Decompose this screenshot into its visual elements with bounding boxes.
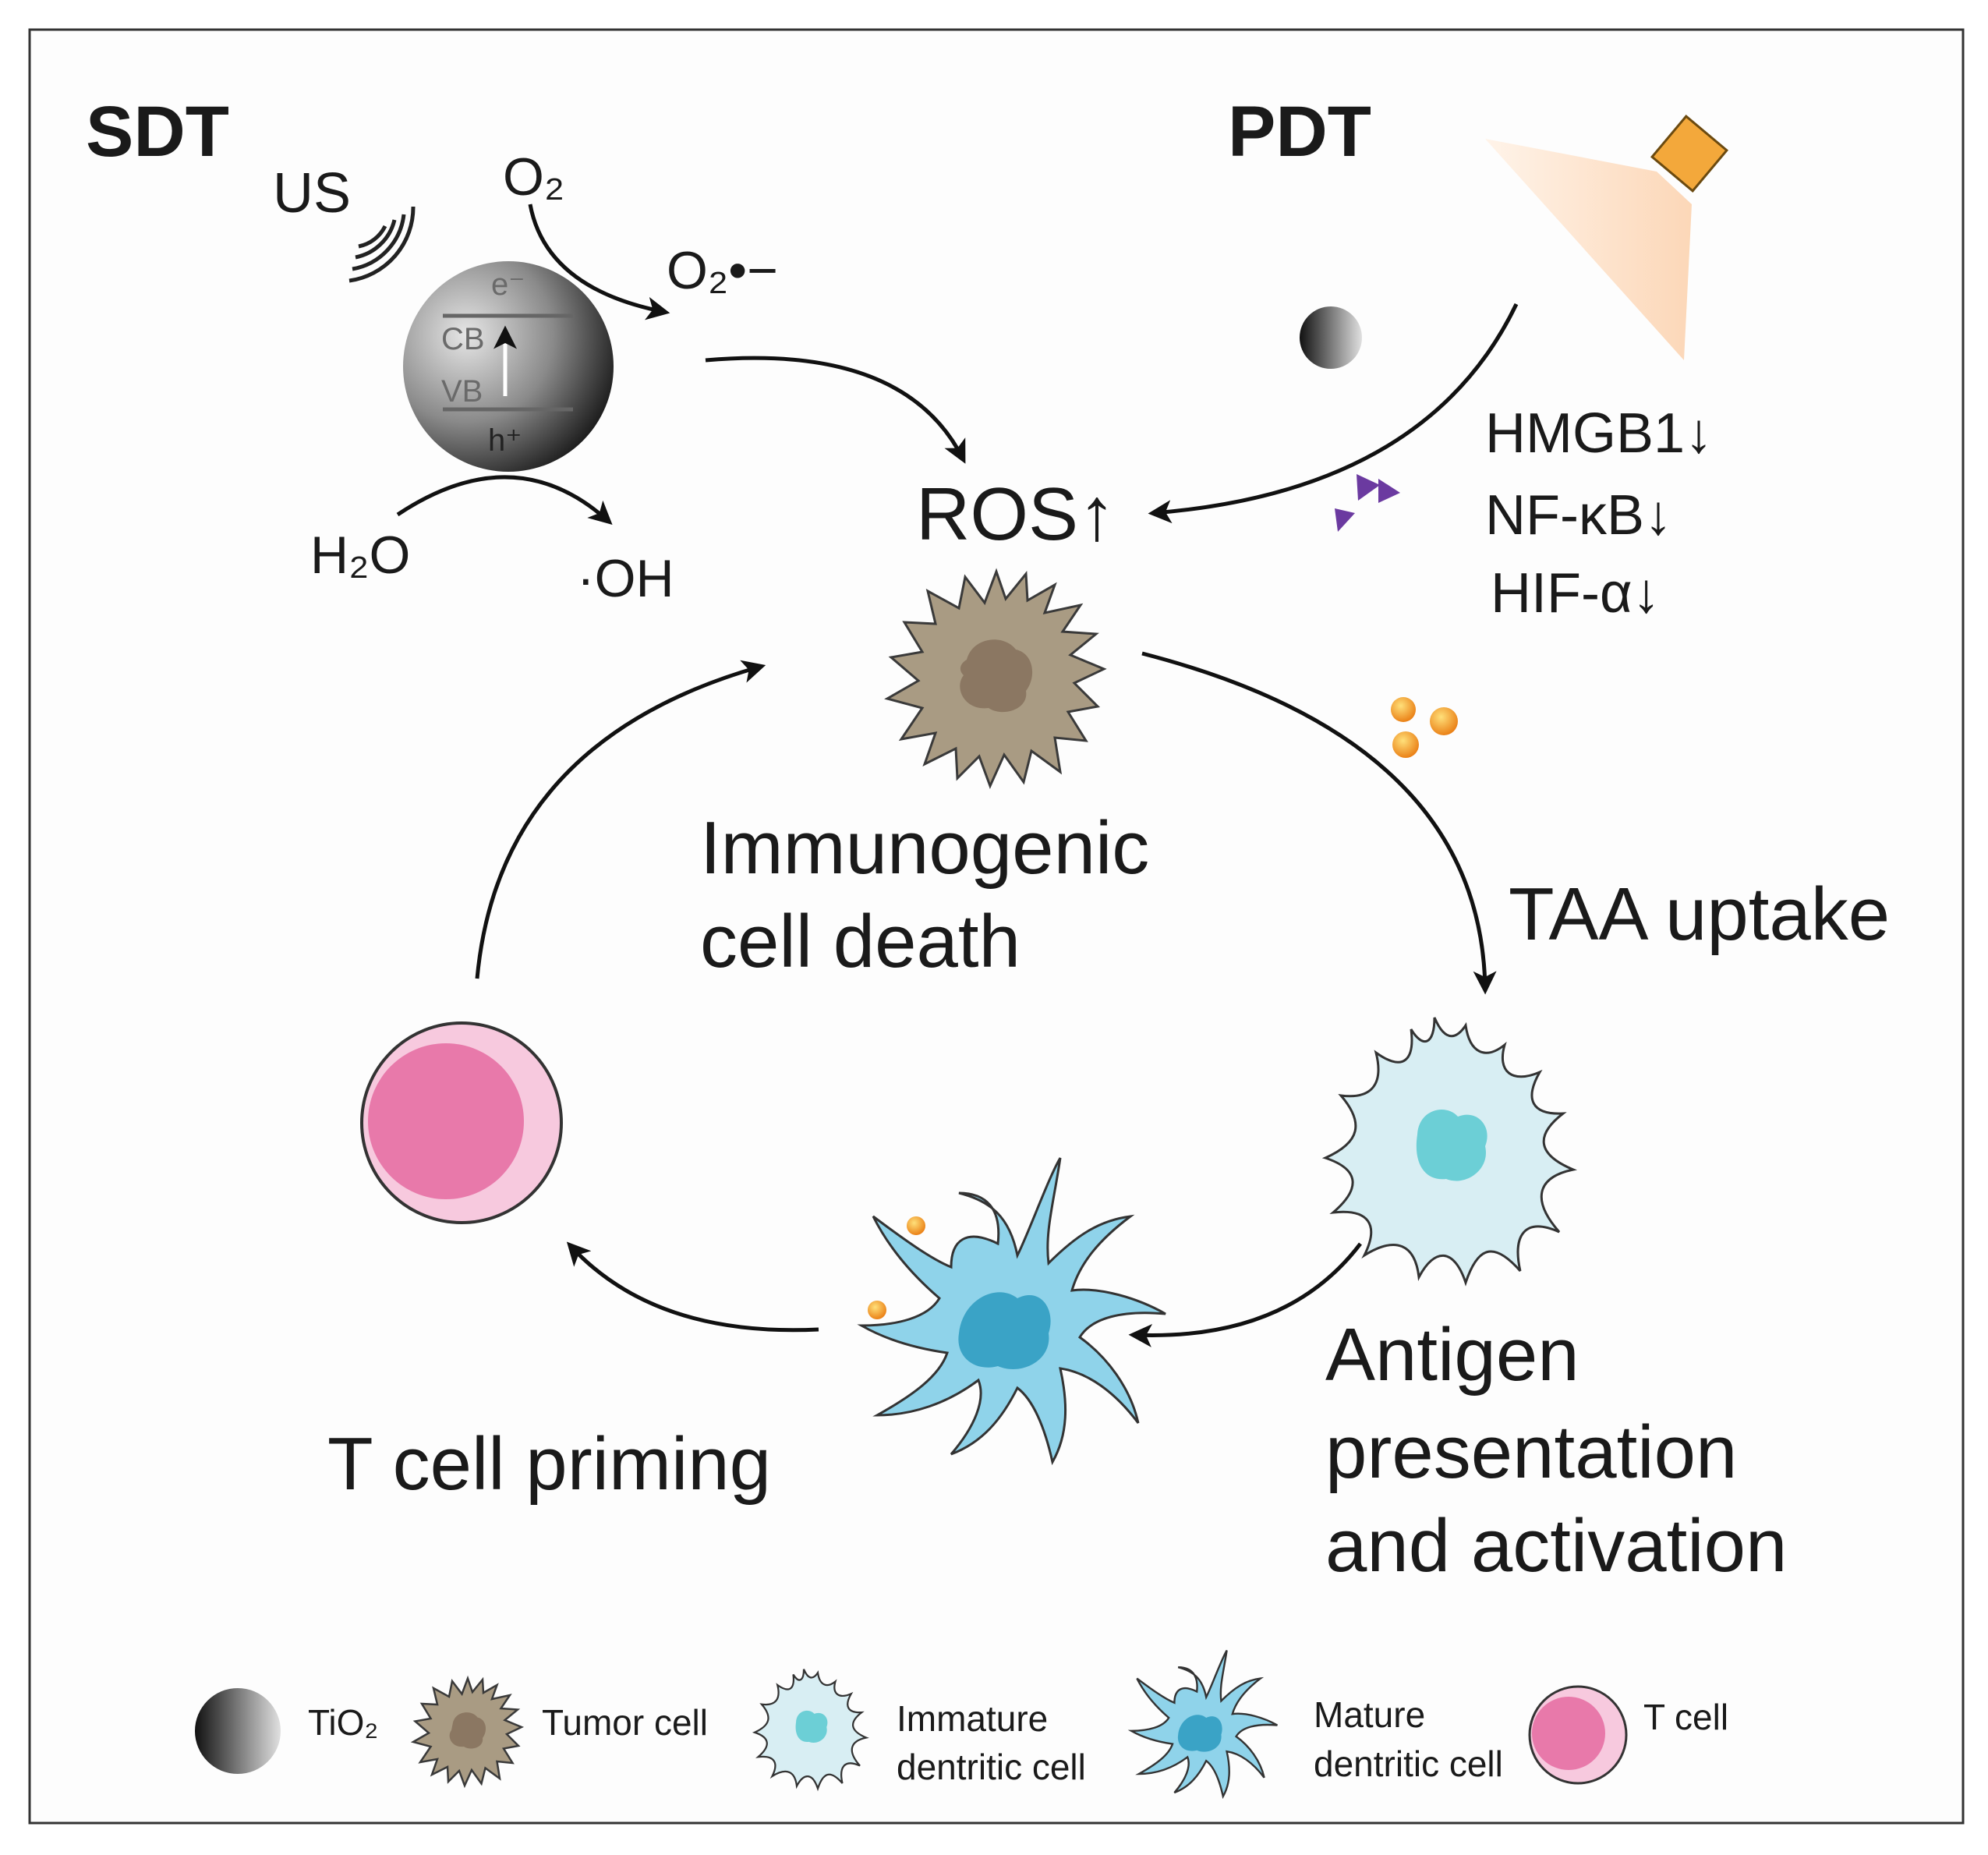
tumor-nucleus xyxy=(960,639,1033,713)
pdt-label: PDT xyxy=(1228,92,1371,172)
superoxide-label: O₂•− xyxy=(667,241,778,300)
antigen-particles xyxy=(1391,697,1458,758)
cb-label: CB xyxy=(441,322,485,356)
figure-border xyxy=(28,28,1965,1825)
pdt-to-ros-arrow xyxy=(1148,303,1519,524)
legend-immature-dc-icon xyxy=(752,1669,869,1792)
icd-label-line2: cell death xyxy=(700,900,1021,983)
immature-dc-nucleus xyxy=(1416,1110,1487,1181)
legend-tcell-icon xyxy=(1528,1685,1628,1785)
water-to-hydroxyl-arrow xyxy=(396,475,613,526)
light-source-icon xyxy=(1650,114,1729,193)
legend-mature-dc-icon xyxy=(1127,1649,1278,1800)
light-beam xyxy=(1485,139,1692,360)
legend-tcell-label: T cell xyxy=(1643,1697,1728,1737)
antigen-label-line1: Antigen xyxy=(1325,1313,1579,1397)
o2-to-superoxide-arrow xyxy=(528,204,670,320)
antigen-label-line2: presentation xyxy=(1325,1411,1737,1494)
presented-antigen xyxy=(907,1216,925,1235)
icd-to-taa-arrow xyxy=(1141,651,1497,995)
sdt-label: SDT xyxy=(86,92,229,172)
legend-tio2-label: TiO₂ xyxy=(308,1702,378,1743)
tio2-particle: e⁻ CB VB h⁺ xyxy=(403,261,614,472)
hmgb1-label: HMGB1↓ xyxy=(1485,402,1713,465)
legend-immature-dc-label-line2: dentritic cell xyxy=(897,1747,1086,1787)
tcell-to-icd-arrow xyxy=(475,660,766,979)
sdt-to-ros-arrow xyxy=(705,356,966,464)
taa-uptake-label: TAA uptake xyxy=(1509,873,1890,956)
legend-tumor-icon xyxy=(410,1675,525,1789)
legend-immature-dc-label-line1: Immature xyxy=(897,1698,1048,1739)
legend-mature-dc-label-line1: Mature xyxy=(1314,1694,1425,1735)
t-cell xyxy=(360,1021,563,1224)
immature-dendritic-cell xyxy=(1321,1017,1578,1287)
ultrasound-waves-icon xyxy=(348,206,416,283)
nfkb-label: NF-κB↓ xyxy=(1485,484,1672,547)
icd-label-line1: Immunogenic xyxy=(700,806,1149,890)
presented-antigen xyxy=(868,1301,886,1319)
tcell-priming-label: T cell priming xyxy=(327,1422,771,1506)
hif-label: HIF-α↓ xyxy=(1491,562,1661,625)
tumor-cell xyxy=(884,568,1107,789)
mature-dc-nucleus xyxy=(958,1292,1051,1369)
legend: TiO₂ Tumor cell Immature dentritic cell … xyxy=(195,1649,1728,1800)
electron-label: e⁻ xyxy=(491,267,525,302)
legend-tio2-icon xyxy=(195,1688,281,1774)
legend-mature-dc-label-line2: dentritic cell xyxy=(1314,1743,1503,1784)
antigen-particle xyxy=(1430,707,1458,735)
hole-label: h⁺ xyxy=(488,423,522,458)
inhibitor-icon xyxy=(1335,474,1400,532)
small-tio2-particle xyxy=(1300,306,1362,369)
antigen-particle xyxy=(1391,697,1416,722)
o2-label: O₂ xyxy=(503,147,564,207)
hydroxyl-label: ·OH xyxy=(577,549,674,608)
water-label: H₂O xyxy=(310,526,410,585)
t-cell-nucleus xyxy=(368,1043,524,1199)
immature-to-mature-arrow xyxy=(1128,1242,1362,1347)
mature-to-tcell-arrow xyxy=(566,1241,819,1333)
mature-dendritic-cell xyxy=(857,1157,1166,1466)
vb-label: VB xyxy=(441,374,483,409)
ros-label: ROS↑ xyxy=(916,473,1116,556)
legend-tumor-label: Tumor cell xyxy=(542,1702,708,1743)
us-label: US xyxy=(273,162,351,225)
antigen-label-line3: and activation xyxy=(1325,1504,1787,1588)
antigen-particle xyxy=(1392,731,1419,758)
